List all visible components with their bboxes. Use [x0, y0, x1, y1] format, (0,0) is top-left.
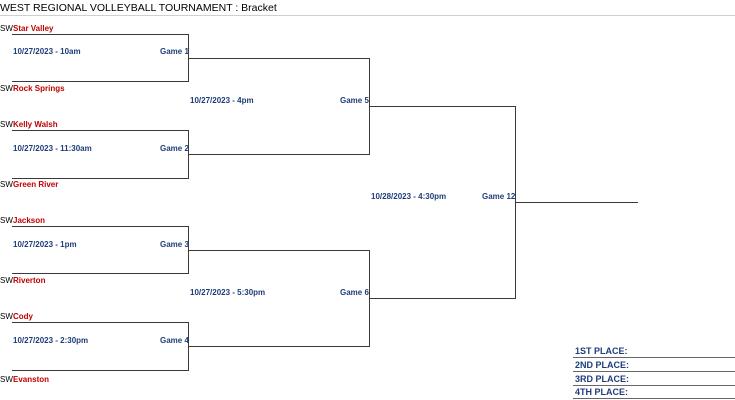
team-green-river: Green River [13, 180, 59, 189]
place-row-3rd: 3RD PLACE: [573, 372, 735, 386]
game-4-time: 10/27/2023 - 2:30pm [13, 336, 89, 345]
bracket-line [12, 370, 189, 371]
place-row-1st: 1ST PLACE: [573, 344, 735, 358]
bracket-line [369, 298, 516, 299]
place-row-4th: 4TH PLACE: [573, 385, 735, 399]
game-2-label: Game 2 [160, 144, 189, 153]
seed-prefix: SW [0, 120, 13, 129]
game-12-time: 10/28/2023 - 4:30pm [371, 192, 447, 201]
game-2-time: 10/27/2023 - 11:30am [13, 144, 92, 153]
team-riverton: Riverton [13, 276, 46, 285]
bracket-line [12, 273, 189, 274]
game-1-label: Game 1 [160, 47, 189, 56]
bracket-line [188, 250, 370, 251]
place-label: 1ST PLACE: [575, 346, 628, 356]
team-rock-springs: Rock Springs [13, 84, 65, 93]
page-title: WEST REGIONAL VOLLEYBALL TOURNAMENT : Br… [0, 2, 277, 14]
bracket-line [12, 81, 189, 82]
bracket-line [188, 154, 370, 155]
team-cody: Cody [13, 312, 33, 321]
champion-line [515, 202, 638, 203]
seed-prefix: SW [0, 216, 13, 225]
bracket-line [12, 178, 189, 179]
game-3-label: Game 3 [160, 240, 189, 249]
team-evanston: Evanston [13, 375, 50, 384]
team-jackson: Jackson [13, 216, 46, 225]
bracket-line [188, 346, 370, 347]
bracket-line [369, 106, 516, 107]
game-1-time: 10/27/2023 - 10am [13, 47, 81, 56]
game-4-label: Game 4 [160, 336, 189, 345]
game-5-label: Game 5 [340, 96, 369, 105]
game-6-time: 10/27/2023 - 5:30pm [190, 288, 266, 297]
seed-prefix: SW [0, 180, 13, 189]
bracket-line [12, 226, 189, 227]
bracket-line [12, 34, 189, 35]
seed-prefix: SW [0, 312, 13, 321]
team-kelly-walsh: Kelly Walsh [13, 120, 58, 129]
seed-prefix: SW [0, 375, 13, 384]
bracket-line [12, 130, 189, 131]
game-5-time: 10/27/2023 - 4pm [190, 96, 254, 105]
game-3-time: 10/27/2023 - 1pm [13, 240, 77, 249]
game-12-label: Game 12 [482, 192, 516, 201]
game-6-label: Game 6 [340, 288, 369, 297]
bracket-line [12, 322, 189, 323]
bracket-line [188, 58, 370, 59]
place-row-2nd: 2ND PLACE: [573, 358, 735, 372]
place-label: 2ND PLACE: [575, 360, 630, 370]
place-label: 4TH PLACE: [575, 387, 629, 397]
team-star-valley: Star Valley [13, 24, 54, 33]
seed-prefix: SW [0, 24, 13, 33]
header-divider [0, 15, 735, 16]
seed-prefix: SW [0, 276, 13, 285]
place-label: 3RD PLACE: [575, 374, 630, 384]
seed-prefix: SW [0, 84, 13, 93]
